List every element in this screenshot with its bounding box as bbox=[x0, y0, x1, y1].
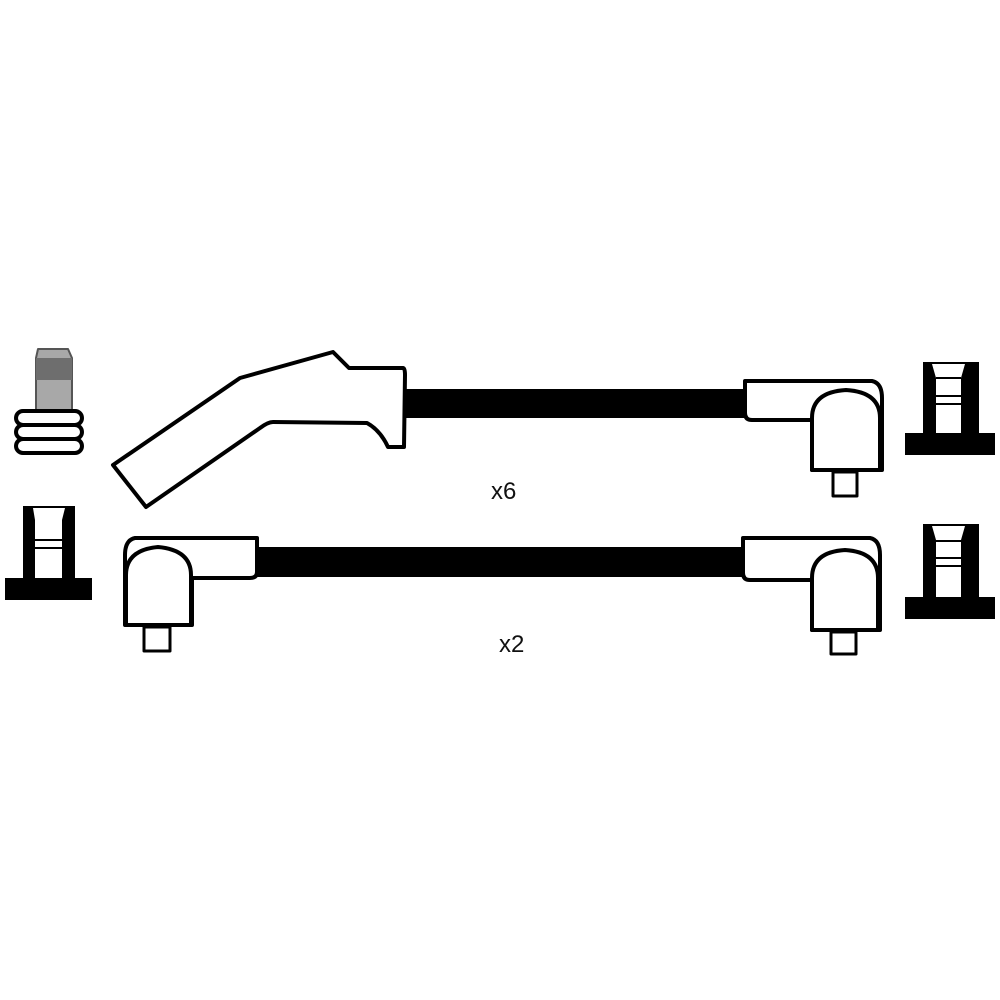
top-cable-angled-boot bbox=[111, 350, 407, 509]
bottom-cable-quantity-label: x2 bbox=[499, 631, 525, 658]
top-cable-right-angle-boot bbox=[743, 379, 884, 498]
bottom-right-connector-icon bbox=[905, 524, 995, 619]
bottom-left-connector-icon bbox=[5, 506, 92, 600]
top-cable-quantity-label: x6 bbox=[491, 478, 517, 505]
spark-plug-terminal-icon bbox=[14, 348, 84, 455]
bottom-cable-right-boot bbox=[741, 536, 882, 656]
top-right-connector-icon bbox=[905, 362, 995, 455]
top-cable-wire bbox=[405, 389, 745, 418]
bottom-cable-wire bbox=[257, 547, 743, 577]
bottom-cable-left-boot bbox=[123, 536, 259, 653]
